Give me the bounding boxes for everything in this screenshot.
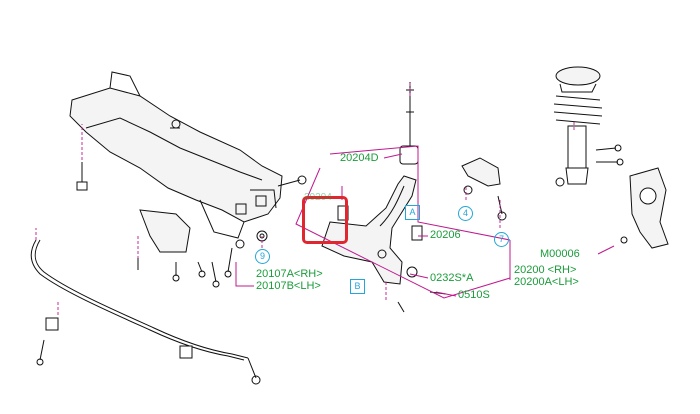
part-label-20206[interactable]: 20206: [430, 229, 461, 241]
part-label-20107b[interactable]: 20107B<LH>: [256, 280, 321, 292]
bracket-icon: [461, 157, 507, 221]
ref-callout-a[interactable]: A: [405, 205, 420, 220]
part-label-20107a[interactable]: 20107A<RH>: [256, 268, 323, 280]
ref-callout-4[interactable]: 4: [458, 206, 473, 221]
ref-callout-b[interactable]: B: [350, 279, 365, 294]
transverse-link-icon: [321, 175, 417, 285]
part-label-20200a[interactable]: 20200A<LH>: [514, 276, 579, 288]
part-label-20204[interactable]: 20204: [304, 192, 332, 203]
steering-knuckle-icon: [620, 167, 669, 249]
part-label-0510s[interactable]: 0510S: [458, 289, 490, 301]
strut-assembly-icon: [553, 66, 624, 187]
ref-callout-7[interactable]: 7: [494, 232, 509, 247]
part-label-m00006[interactable]: M00006: [540, 248, 580, 260]
part-label-20204d[interactable]: 20204D: [340, 152, 379, 164]
front-crossmember-icon: [69, 71, 283, 253]
part-label-0232s[interactable]: 0232S*A: [430, 272, 474, 284]
part-label-20200[interactable]: 20200 <RH>: [514, 264, 577, 276]
highlighted-part-box[interactable]: [302, 196, 348, 244]
dashed-leaders: [35, 82, 575, 316]
ref-callout-9[interactable]: 9: [255, 249, 270, 264]
stabilizer-bar-icon: [30, 239, 261, 385]
